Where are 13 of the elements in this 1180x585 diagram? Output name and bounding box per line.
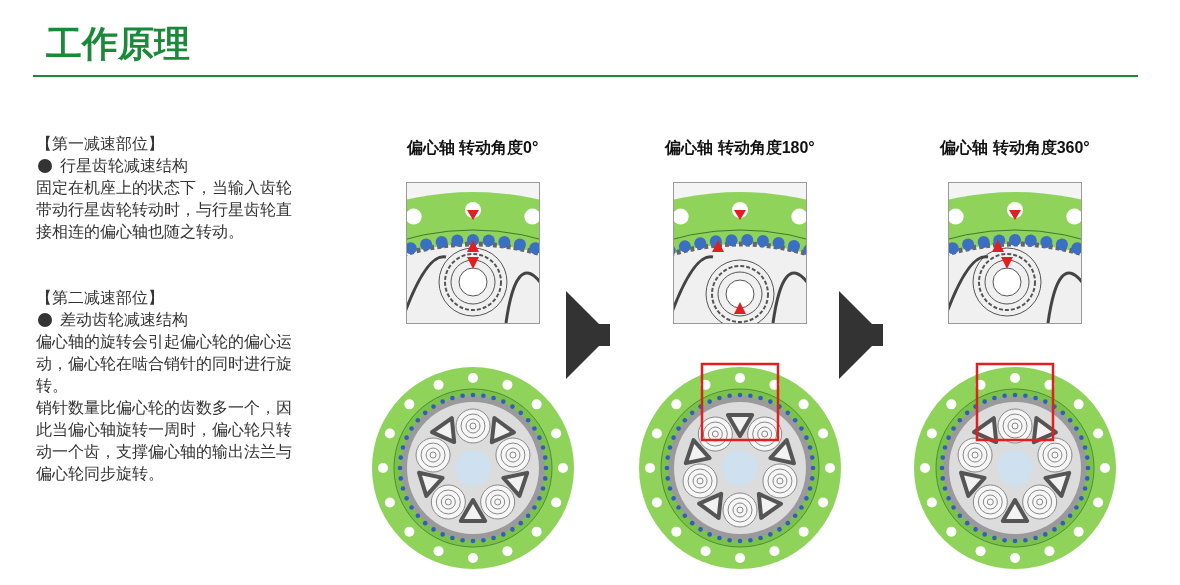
description-text: 销针数量比偏心轮的齿数多一个，因此当偏心轴旋转一周时，偏心轮只转动一个齿，支撑偏心轴的输出法兰与偏心轮同步旋转。 [36,398,293,484]
description-text: 偏心轴的旋转会引起偏心轮的偏心运动，偏心轮在啮合销针的同时进行旋转。 [36,332,293,396]
description-text: 固定在机座上的状态下，当输入齿轮带动行星齿轮转动时，与行星齿轮直接相连的偏心轴也随之转动。 [36,178,293,242]
chevron-arrow [839,291,883,379]
mechanism-heading: 行星齿轮减速结构 [60,156,189,176]
section-heading: 【第一减速部位】 [36,134,165,154]
chevron-arrow [566,291,610,379]
stage-heading: 偏心轴 转动角度0° [405,138,540,158]
page-title: 工作原理 [46,22,190,66]
stage-heading: 偏心轴 转动角度360° [938,138,1091,158]
section-heading: 【第二减速部位】 [36,288,165,308]
stage-heading: 偏心轴 转动角度180° [663,138,816,158]
mechanism-heading: 差动齿轮减速结构 [60,310,189,330]
